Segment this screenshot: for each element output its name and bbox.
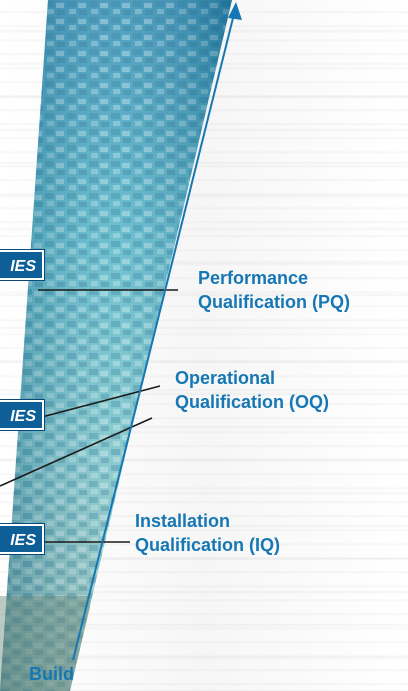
- phase-label-pq: Performance Qualification (PQ): [198, 266, 350, 314]
- tag-pq: IES: [0, 250, 44, 280]
- phase-pq-line1: Performance: [198, 268, 309, 288]
- build-label: Build: [29, 664, 74, 684]
- phase-label-oq: Operational Qualification (OQ): [175, 366, 329, 414]
- phase-iq-line1: Installation: [135, 511, 231, 531]
- mosaic-band: [0, 0, 232, 691]
- phase-label-iq: Installation Qualification (IQ): [135, 509, 280, 557]
- phase-oq-line2: Qualification (OQ): [175, 392, 330, 412]
- tag-iq: IES: [0, 524, 44, 554]
- oq-leader-line-lower: [0, 417, 153, 487]
- phase-pq-line2: Qualification (PQ): [198, 292, 351, 312]
- phase-iq-line2: Qualification (IQ): [135, 535, 281, 555]
- arrow-head-icon: [228, 2, 242, 20]
- progress-arrow: [72, 9, 236, 661]
- phase-oq-line1: Operational: [175, 368, 276, 388]
- tag-oq: IES: [0, 400, 44, 430]
